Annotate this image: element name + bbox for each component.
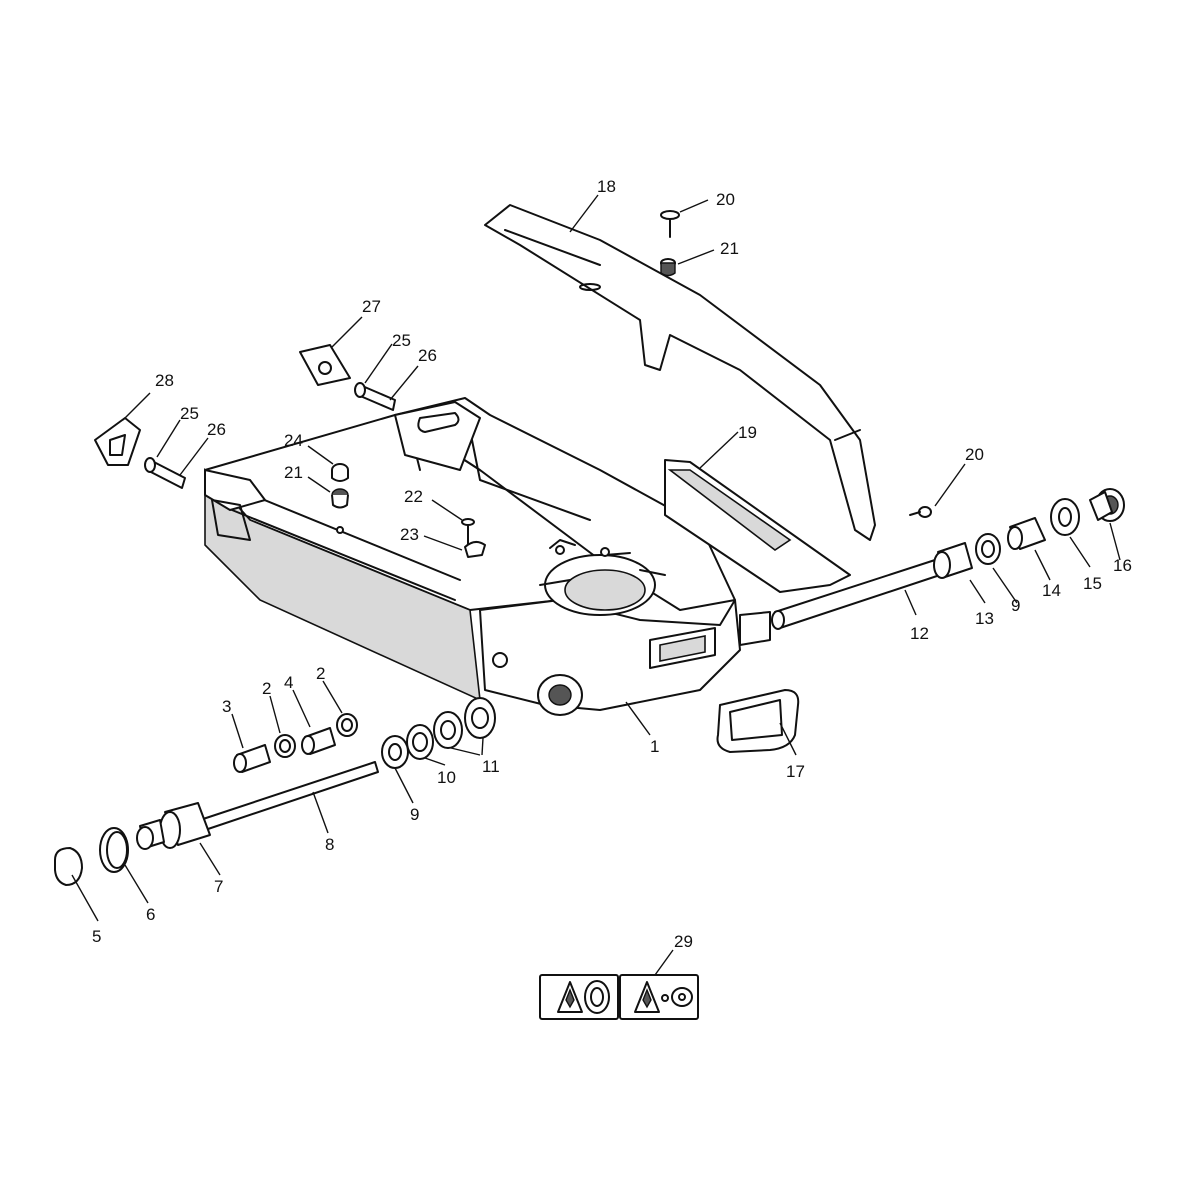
rubber-plug <box>331 463 349 482</box>
callout-2: 2 <box>316 664 325 683</box>
adjuster-plate-left <box>94 417 141 466</box>
clip-23 <box>464 541 486 558</box>
callout-7: 7 <box>214 877 223 896</box>
callout-21: 21 <box>720 239 739 258</box>
callout-3: 3 <box>222 697 231 716</box>
end-cap <box>54 847 83 886</box>
adjuster-bolt-left <box>144 457 186 489</box>
callout-5: 5 <box>92 927 101 946</box>
callout-2: 2 <box>262 679 271 698</box>
callout-16: 16 <box>1113 556 1132 575</box>
warning-labels <box>539 974 699 1020</box>
callout-9: 9 <box>1011 596 1020 615</box>
callout-19: 19 <box>738 423 757 442</box>
callout-14: 14 <box>1042 581 1061 600</box>
callout-23: 23 <box>400 525 419 544</box>
callout-13: 13 <box>975 609 994 628</box>
callout-27: 27 <box>362 297 381 316</box>
callout-12: 12 <box>910 624 929 643</box>
callout-11: 11 <box>482 757 500 776</box>
callout-20: 20 <box>965 445 984 464</box>
callout-29: 29 <box>674 932 693 951</box>
callout-9: 9 <box>410 805 419 824</box>
callout-numbers: 1 2 2 3 4 5 6 7 8 9 10 11 12 13 9 14 15 … <box>92 177 1132 951</box>
callout-22: 22 <box>404 487 423 506</box>
nut-21-top <box>660 258 676 277</box>
callout-24: 24 <box>284 431 303 450</box>
callout-18: 18 <box>597 177 616 196</box>
callout-20: 20 <box>716 190 735 209</box>
callout-21: 21 <box>284 463 303 482</box>
callout-1: 1 <box>650 737 659 756</box>
callout-26: 26 <box>418 346 437 365</box>
callout-4: 4 <box>284 673 293 692</box>
callout-25: 25 <box>180 404 199 423</box>
right-pivot-hardware <box>933 488 1125 579</box>
callout-15: 15 <box>1083 574 1102 593</box>
callout-26: 26 <box>207 420 226 439</box>
callout-25: 25 <box>392 331 411 350</box>
warning-triangle-sprocket-icon <box>557 980 610 1014</box>
left-washer-stack <box>381 697 496 769</box>
swingarm-body <box>204 397 771 716</box>
pivot-spindle-left <box>136 761 379 850</box>
nut-21-left <box>331 488 349 509</box>
adjuster-bolt-right <box>354 382 396 411</box>
warning-triangle-chain-icon <box>634 981 693 1013</box>
callout-6: 6 <box>146 905 155 924</box>
circlip <box>99 827 129 873</box>
screw-22 <box>461 518 475 546</box>
callout-8: 8 <box>325 835 334 854</box>
chain-guide-plate <box>664 459 851 593</box>
screw-20-top <box>660 210 680 238</box>
callout-10: 10 <box>437 768 456 787</box>
leader-lines <box>71 194 1121 976</box>
screw-20-right <box>909 506 932 518</box>
chain-guard <box>484 204 876 541</box>
adjuster-plate-right <box>299 344 351 386</box>
rubber-seal <box>716 689 800 753</box>
callout-17: 17 <box>786 762 805 781</box>
callout-28: 28 <box>155 371 174 390</box>
left-bushing-stack <box>233 713 358 773</box>
